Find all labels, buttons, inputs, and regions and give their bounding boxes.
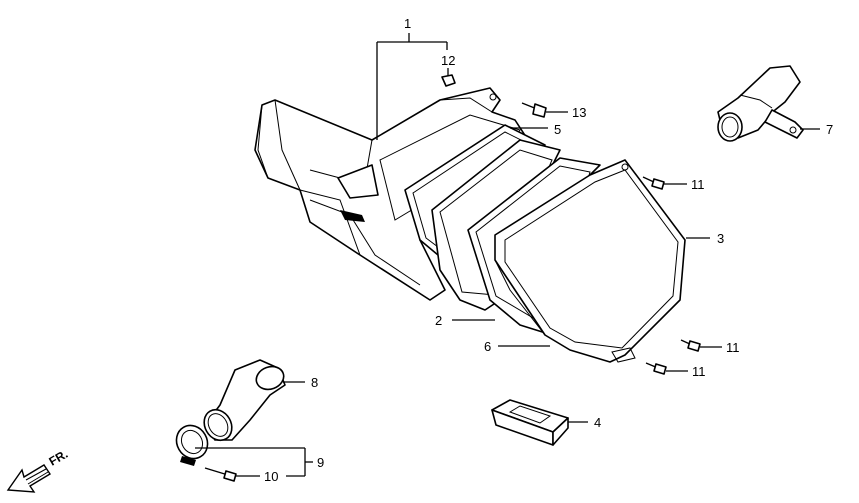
callout-8: 8: [311, 375, 318, 390]
callout-12: 12: [441, 53, 455, 68]
screw-11-middle: [680, 339, 701, 352]
callout-11-lower: 11: [692, 364, 706, 379]
callout-9: 9: [317, 455, 324, 470]
air-cleaner-case: [254, 87, 529, 301]
front-label: FR.: [47, 447, 71, 469]
leader-lines: [195, 33, 820, 477]
rubber-pad: [491, 399, 569, 446]
clamp-band: [175, 424, 209, 466]
callout-3: 3: [717, 231, 724, 246]
callout-1: 1: [404, 16, 411, 31]
callout-5: 5: [554, 122, 561, 137]
bolt-13: [521, 102, 547, 118]
callout-6: 6: [484, 339, 491, 354]
callout-13: 13: [572, 105, 586, 120]
callout-11-middle: 11: [726, 340, 740, 355]
clamp-screw: [204, 467, 237, 482]
intake-tube: [717, 65, 804, 142]
callout-11-upper: 11: [691, 177, 705, 192]
screw-11-upper: [642, 176, 665, 190]
callout-2: 2: [435, 313, 442, 328]
callout-4: 4: [594, 415, 601, 430]
connecting-tube: [203, 359, 286, 442]
callout-7: 7: [826, 122, 833, 137]
callout-10: 10: [264, 469, 278, 484]
nut-12: [441, 74, 456, 87]
callout-labels: 1 12 13 5 7 11 3 2 6 11 11 8 4 9 10: [264, 16, 833, 484]
air-cleaner-cover: [494, 159, 686, 363]
front-direction-indicator: FR.: [6, 447, 71, 493]
screw-11-lower: [645, 362, 667, 375]
